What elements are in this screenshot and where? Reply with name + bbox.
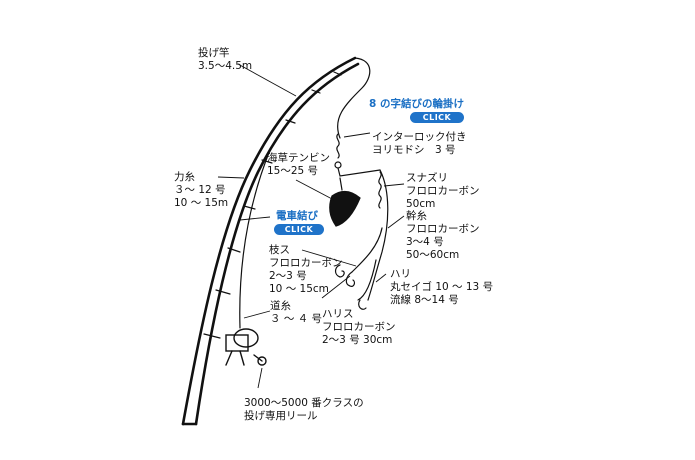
label-hari: ハリ 丸セイゴ 10 〜 13 号 流線 8〜14 号	[390, 268, 493, 307]
edasu-title: 枝ス	[269, 244, 290, 256]
tenbin-title: 海草テンビン	[267, 152, 330, 164]
label-tenbin: 海草テンビン 15〜25 号	[267, 152, 330, 178]
chikara-length: 10 〜 15m	[174, 197, 229, 209]
mikito-length: 50〜60cm	[406, 249, 460, 261]
rod-shape	[181, 56, 357, 426]
densha-click-button[interactable]: CLICK	[274, 224, 324, 235]
harisu-title: ハリス	[322, 308, 354, 320]
reel-icon	[225, 328, 267, 366]
mikito-title: 幹糸	[406, 210, 427, 222]
label-densha[interactable]: 電車結び	[276, 210, 318, 222]
label-sunazuri: スナズリ フロロカーボン 50cm	[406, 172, 480, 211]
edasu-material: フロロカーボン	[269, 257, 343, 269]
label-edasu: 枝ス フロロカーボン 2〜3 号 10 〜 15cm	[269, 244, 343, 296]
rod-length: 3.5〜4.5m	[198, 60, 253, 72]
label-rod: 投げ竿 3.5〜4.5m	[198, 47, 252, 73]
hari-ryusen-size: 流線 8〜14 号	[390, 294, 459, 306]
hari-maru-size: 丸セイゴ 10 〜 13 号	[390, 281, 494, 293]
label-mikito: 幹糸 フロロカーボン 3〜4 号 50〜60cm	[406, 210, 480, 262]
label-swivel: インターロック付き ヨリモドシ 3 号	[372, 131, 467, 157]
rod-title: 投げ竿	[198, 47, 230, 59]
mikito-size: 3〜4 号	[406, 236, 444, 248]
label-michiito: 道糸 ３ 〜 ４ 号	[270, 300, 322, 326]
tenbin-weight: 15〜25 号	[267, 165, 319, 177]
hari-title: ハリ	[390, 268, 411, 280]
sunazuri-title: スナズリ	[406, 172, 448, 184]
sunazuri-material: フロロカーボン	[406, 185, 480, 197]
figure8-click-button[interactable]: CLICK	[410, 112, 464, 123]
edasu-length: 10 〜 15cm	[269, 283, 329, 295]
swivel-size: ヨリモドシ 3 号	[372, 144, 456, 156]
chikara-size: ３〜 12 号	[174, 184, 226, 196]
harisu-material: フロロカーボン	[322, 321, 396, 333]
label-figure8[interactable]: 8 の字結びの輪掛け	[369, 98, 464, 110]
mikito-material: フロロカーボン	[406, 223, 480, 235]
reel-type: 投げ専用リール	[244, 410, 318, 422]
reel-class: 3000〜5000 番クラスの	[244, 397, 364, 409]
edasu-size: 2〜3 号	[269, 270, 307, 282]
label-harisu: ハリス フロロカーボン 2〜3 号 30cm	[322, 308, 396, 347]
michiito-size: ３ 〜 ４ 号	[270, 313, 323, 325]
harisu-size: 2〜3 号 30cm	[322, 334, 393, 346]
sinker-shape	[329, 190, 361, 227]
label-chikara: 力糸 ３〜 12 号 10 〜 15m	[174, 171, 228, 210]
sunazuri-length: 50cm	[406, 198, 436, 210]
michiito-title: 道糸	[270, 300, 291, 312]
swivel-title: インターロック付き	[372, 131, 467, 143]
label-reel: 3000〜5000 番クラスの 投げ専用リール	[244, 397, 364, 423]
chikara-title: 力糸	[174, 171, 195, 183]
